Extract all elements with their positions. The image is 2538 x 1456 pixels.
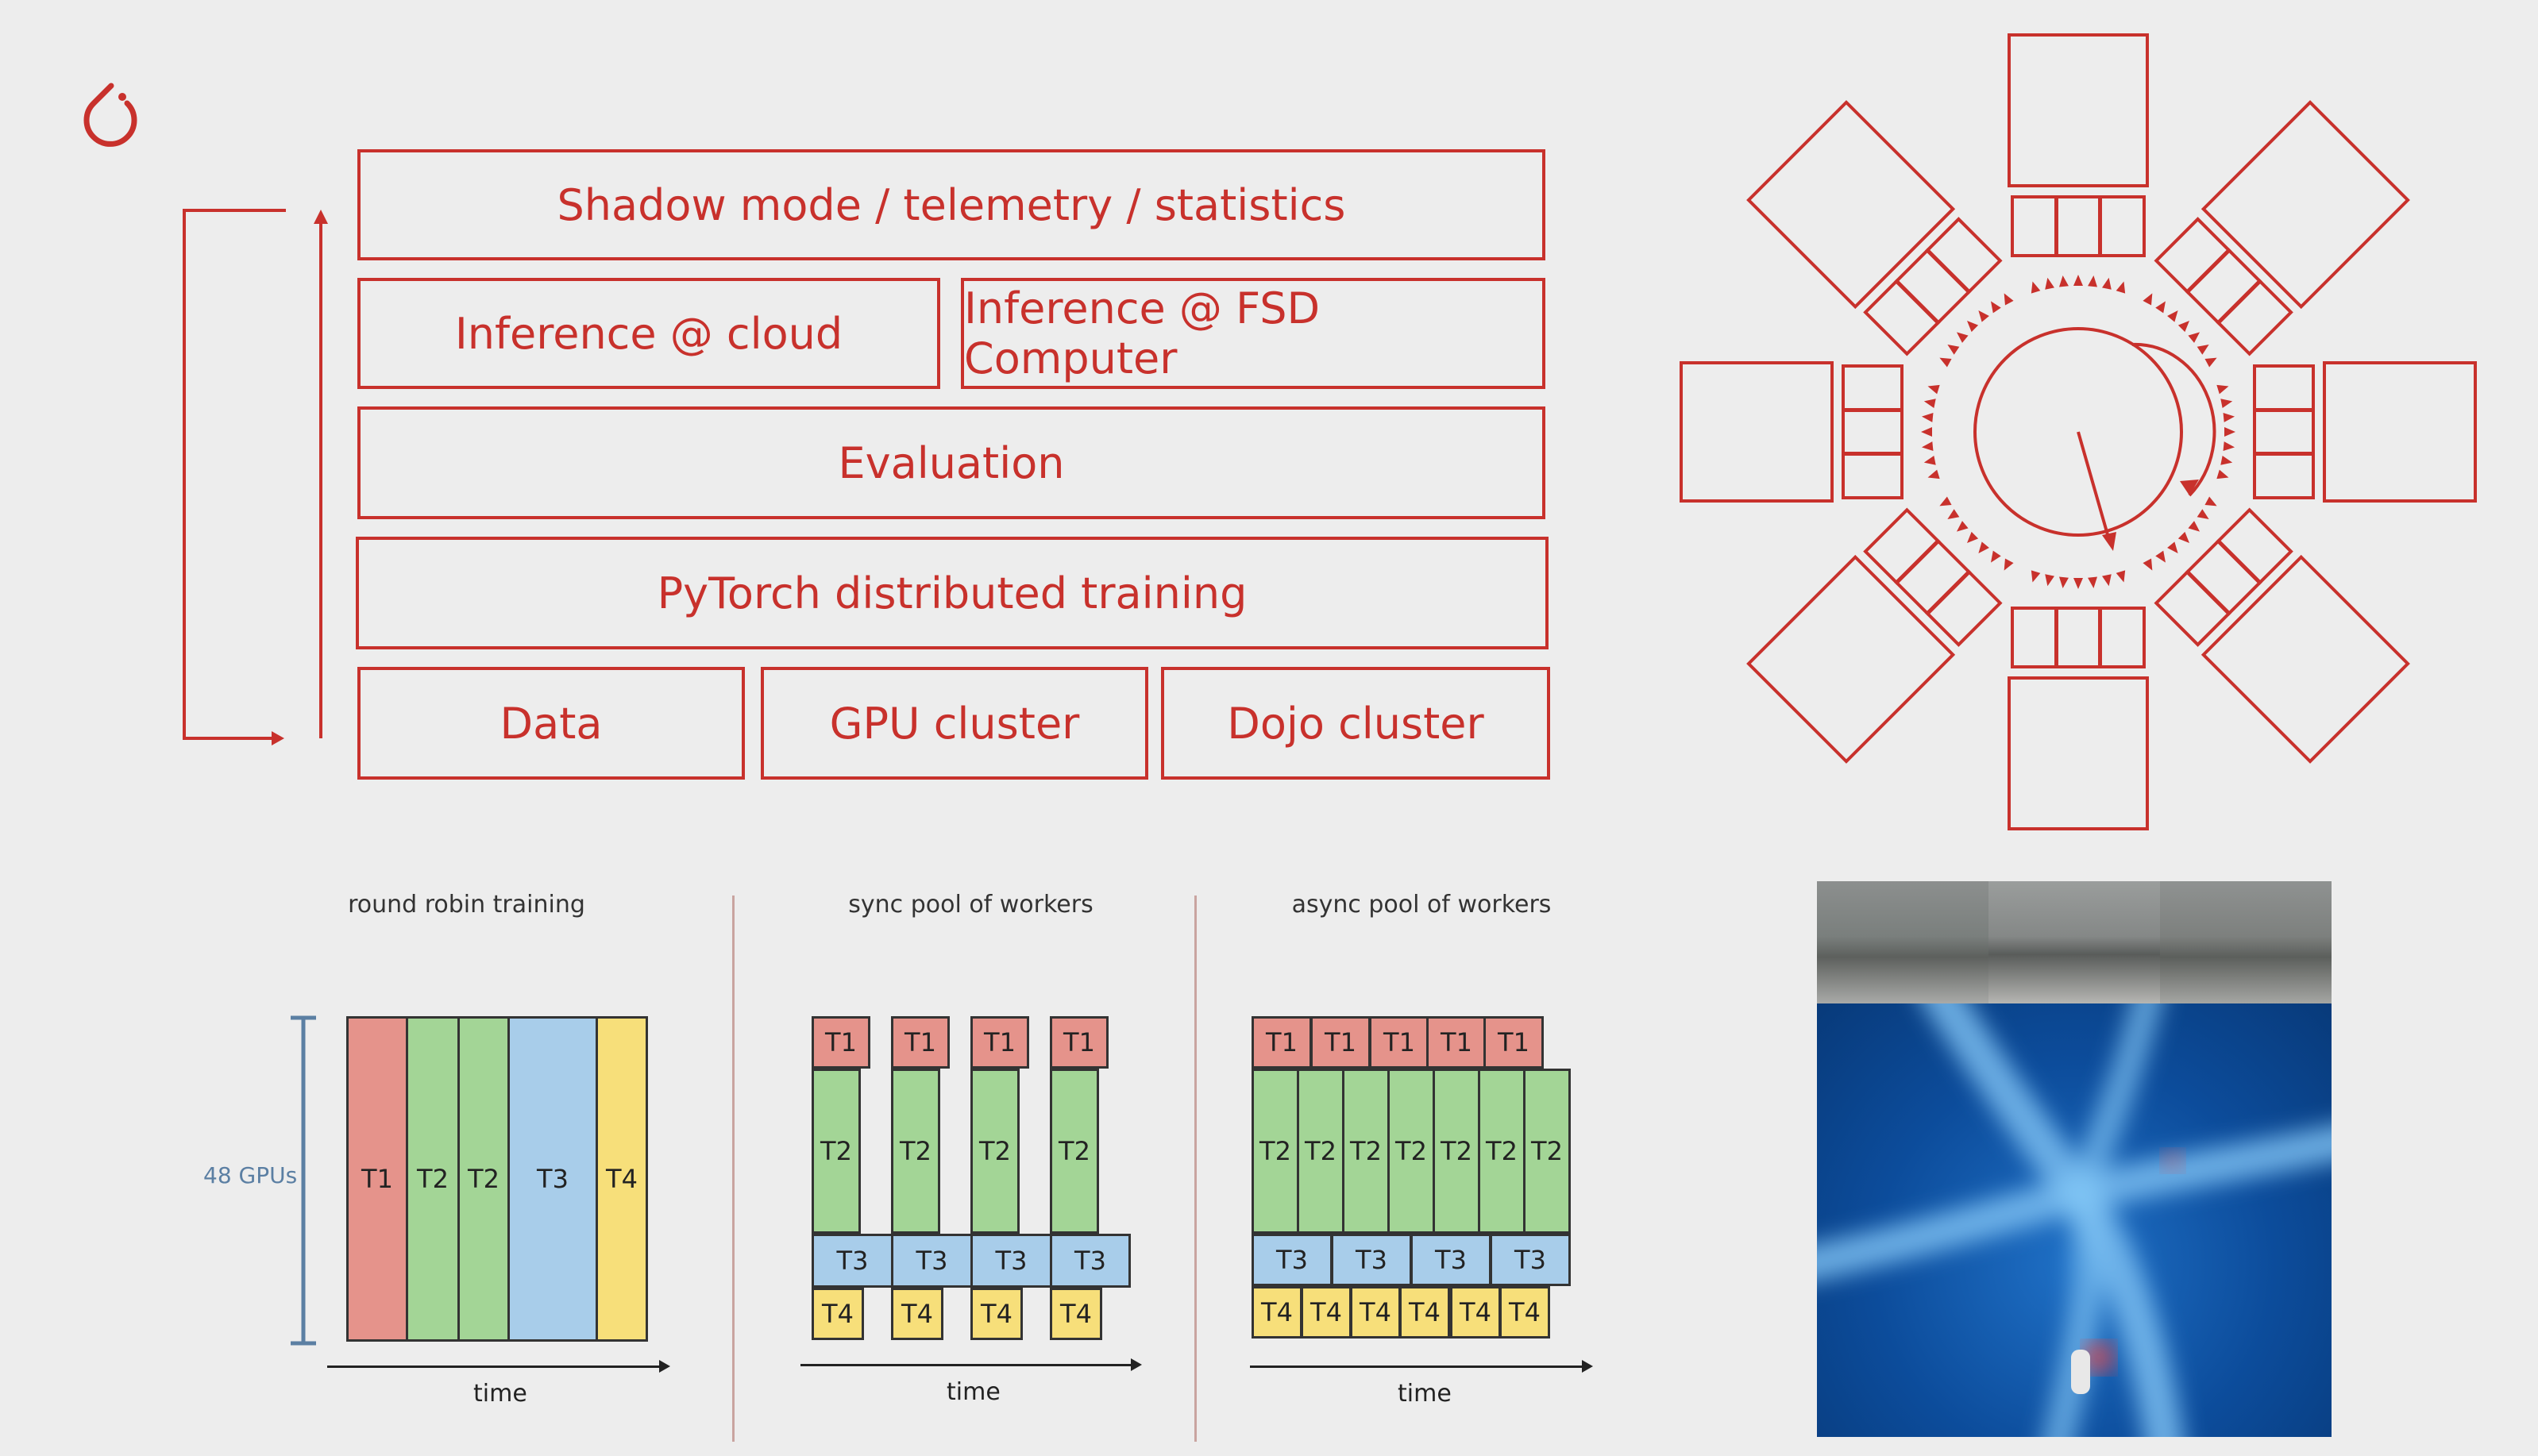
panel-separator <box>1194 896 1197 1442</box>
camera-bev-image <box>1817 881 2332 1437</box>
async-t4: T4 <box>1499 1286 1550 1339</box>
async-t2: T2 <box>1387 1069 1435 1234</box>
async-t3: T3 <box>1331 1234 1412 1286</box>
async-t3: T3 <box>1410 1234 1491 1286</box>
async-t1: T1 <box>1426 1016 1487 1069</box>
camera-view-right <box>2160 881 2332 1003</box>
rr-t1: T1 <box>346 1016 408 1342</box>
rr-t2: T2 <box>406 1016 460 1342</box>
inference-cloud-box: Inference @ cloud <box>357 278 940 389</box>
async-t1: T1 <box>1252 1016 1312 1069</box>
sync-t1: T1 <box>812 1016 870 1069</box>
async-t4: T4 <box>1252 1286 1302 1339</box>
async-t2: T2 <box>1523 1069 1571 1234</box>
sync-t2: T2 <box>891 1069 940 1234</box>
async-t1: T1 <box>1483 1016 1544 1069</box>
camera-view-center <box>1988 881 2160 1003</box>
sync-t3: T3 <box>891 1234 973 1288</box>
sync-t3: T3 <box>812 1234 893 1288</box>
time-label: time <box>947 1378 1001 1406</box>
gpu-count-label: 48 GPUs <box>203 1162 298 1188</box>
sync-t1: T1 <box>1050 1016 1109 1069</box>
ego-car-icon <box>2071 1350 2090 1394</box>
async-t4: T4 <box>1450 1286 1501 1339</box>
feedback-loop-arrows <box>183 209 328 745</box>
gpu-cluster-box: GPU cluster <box>761 667 1148 780</box>
async-t3: T3 <box>1490 1234 1571 1286</box>
birds-eye-view-map <box>1817 1003 2332 1437</box>
sync-t1: T1 <box>891 1016 950 1069</box>
pytorch-logo-icon <box>83 83 137 147</box>
async-t1: T1 <box>1310 1016 1371 1069</box>
async-caption: async pool of workers <box>1291 891 1552 919</box>
gpu-axis-bracket <box>291 1015 316 1346</box>
sync-t2: T2 <box>1050 1069 1099 1234</box>
round-robin-caption: round robin training <box>348 891 585 919</box>
time-axis <box>800 1358 1142 1371</box>
async-t4: T4 <box>1350 1286 1401 1339</box>
sync-t3: T3 <box>1050 1234 1131 1288</box>
async-t4: T4 <box>1399 1286 1450 1339</box>
sync-t4: T4 <box>891 1288 943 1340</box>
time-label: time <box>1398 1380 1452 1408</box>
time-axis <box>327 1360 670 1373</box>
time-axis <box>1250 1360 1593 1373</box>
cluster-diagram-icon <box>1680 33 2477 830</box>
async-t2: T2 <box>1433 1069 1480 1234</box>
async-t2: T2 <box>1478 1069 1526 1234</box>
async-t4: T4 <box>1301 1286 1352 1339</box>
camera-view-left <box>1817 881 1988 1003</box>
sync-t2: T2 <box>812 1069 861 1234</box>
rr-t3: T3 <box>507 1016 598 1342</box>
sync-caption: sync pool of workers <box>848 891 1094 919</box>
async-t2: T2 <box>1252 1069 1299 1234</box>
async-t1: T1 <box>1369 1016 1429 1069</box>
pytorch-training-box: PyTorch distributed training <box>356 537 1549 649</box>
async-t2: T2 <box>1342 1069 1390 1234</box>
sync-t1: T1 <box>970 1016 1029 1069</box>
async-t3: T3 <box>1252 1234 1333 1286</box>
sync-t4: T4 <box>1050 1288 1102 1340</box>
rr-t2: T2 <box>457 1016 510 1342</box>
async-t2: T2 <box>1297 1069 1344 1234</box>
sync-t4: T4 <box>970 1288 1023 1340</box>
inference-fsd-box: Inference @ FSD Computer <box>961 278 1545 389</box>
data-box: Data <box>357 667 745 780</box>
time-label: time <box>473 1380 527 1408</box>
dojo-cluster-box: Dojo cluster <box>1161 667 1550 780</box>
sync-t2: T2 <box>970 1069 1020 1234</box>
panel-separator <box>732 896 735 1442</box>
sync-t4: T4 <box>812 1288 864 1340</box>
shadow-mode-box: Shadow mode / telemetry / statistics <box>357 149 1545 260</box>
evaluation-box: Evaluation <box>357 406 1545 519</box>
sync-t3: T3 <box>970 1234 1052 1288</box>
rr-t4: T4 <box>596 1016 648 1342</box>
